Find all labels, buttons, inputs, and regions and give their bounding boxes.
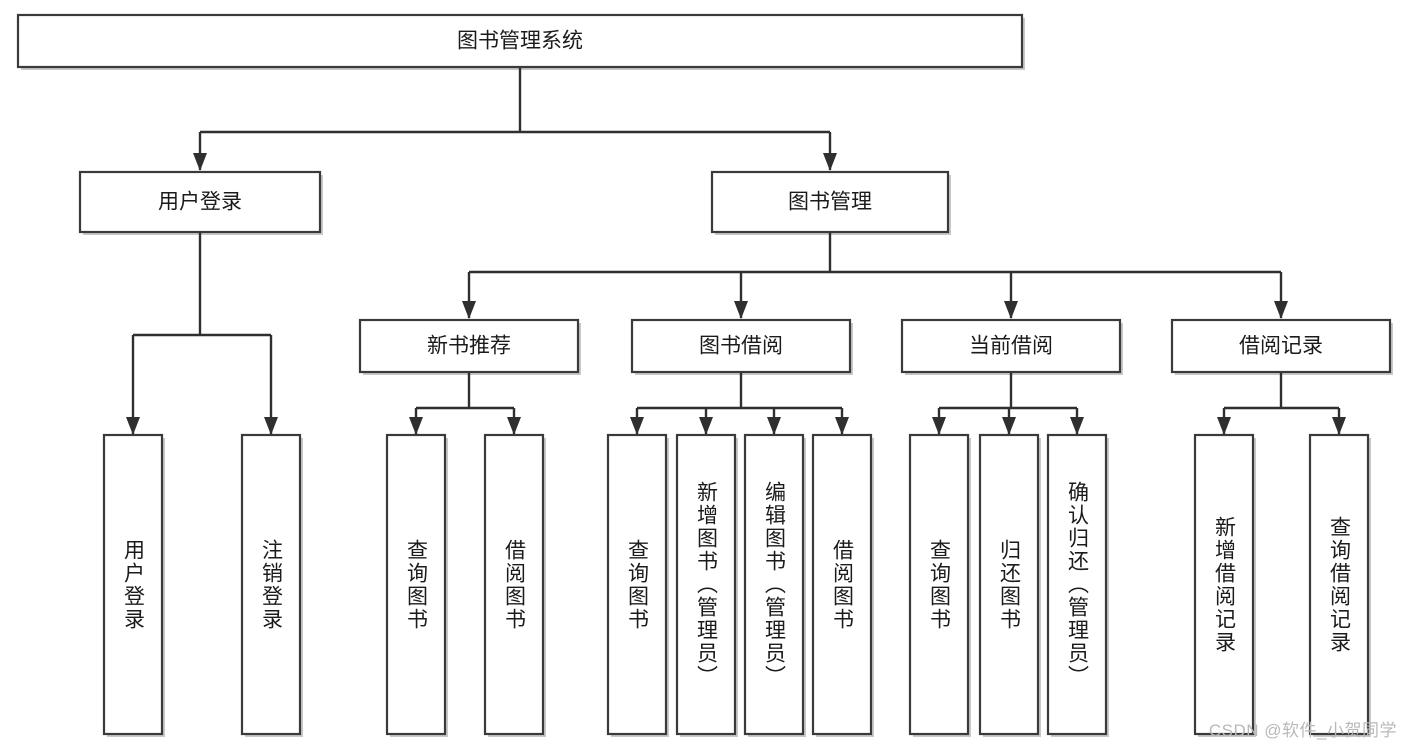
arrowhead-leaf-8 [932, 417, 946, 435]
node-leaf-4[interactable] [606, 433, 668, 736]
arrowhead-level3-1 [734, 301, 748, 319]
arrowhead-leaf-4 [630, 417, 644, 435]
arrowhead-leaf-9 [1002, 417, 1016, 435]
node-leaf-10[interactable] [1046, 433, 1108, 736]
node-leaf-0[interactable] [102, 433, 164, 736]
node-leaf-7[interactable] [811, 433, 873, 736]
node-leaf-12[interactable] [1308, 433, 1370, 736]
node-level3-1[interactable] [630, 318, 852, 374]
arrowhead-userlogin-leaf-1 [264, 417, 278, 435]
node-level2-0-label: 用户登录 [158, 191, 242, 214]
node-leaf-1[interactable] [240, 433, 302, 736]
node-level3-0[interactable] [358, 318, 580, 374]
node-leaf-2[interactable] [385, 433, 447, 736]
node-leaf-8[interactable] [908, 433, 970, 736]
node-level2-1[interactable] [710, 170, 950, 234]
box-layer [16, 13, 1392, 736]
arrowhead-userlogin-leaf-0 [126, 417, 140, 435]
node-root[interactable] [16, 13, 1024, 69]
node-level3-2-label: 当前借阅 [969, 335, 1053, 358]
arrowhead-leaf-10 [1070, 417, 1084, 435]
node-level2-1-label: 图书管理 [788, 191, 872, 214]
node-leaf-9[interactable] [978, 433, 1040, 736]
csdn-watermark: CSDN @软件_小贺同学 [1208, 721, 1397, 740]
node-leaf-6[interactable] [743, 433, 805, 736]
node-leaf-5[interactable] [675, 433, 737, 736]
arrowhead-level2-0 [193, 153, 207, 171]
node-level3-1-label: 图书借阅 [699, 335, 783, 358]
node-level2-0[interactable] [78, 170, 322, 234]
arrowhead-leaf-7 [835, 417, 849, 435]
node-level3-0-label: 新书推荐 [427, 335, 511, 358]
arrowhead-leaf-11 [1217, 417, 1231, 435]
arrowhead-level3-2 [1004, 301, 1018, 319]
node-level3-2[interactable] [900, 318, 1122, 374]
node-level3-3[interactable] [1170, 318, 1392, 374]
arrowhead-level2-1 [823, 153, 837, 171]
arrowhead-leaf-5 [699, 417, 713, 435]
node-level3-3-label: 借阅记录 [1239, 335, 1323, 358]
connector-layer [126, 67, 1346, 435]
arrowhead-level3-3 [1274, 301, 1288, 319]
node-leaf-3[interactable] [483, 433, 545, 736]
node-root-label: 图书管理系统 [457, 30, 583, 53]
arrowhead-leaf-3 [507, 417, 521, 435]
arrowhead-level3-0 [462, 301, 476, 319]
node-leaf-11[interactable] [1193, 433, 1255, 736]
arrowhead-leaf-12 [1332, 417, 1346, 435]
arrowhead-leaf-6 [767, 417, 781, 435]
arrowhead-leaf-2 [409, 417, 423, 435]
